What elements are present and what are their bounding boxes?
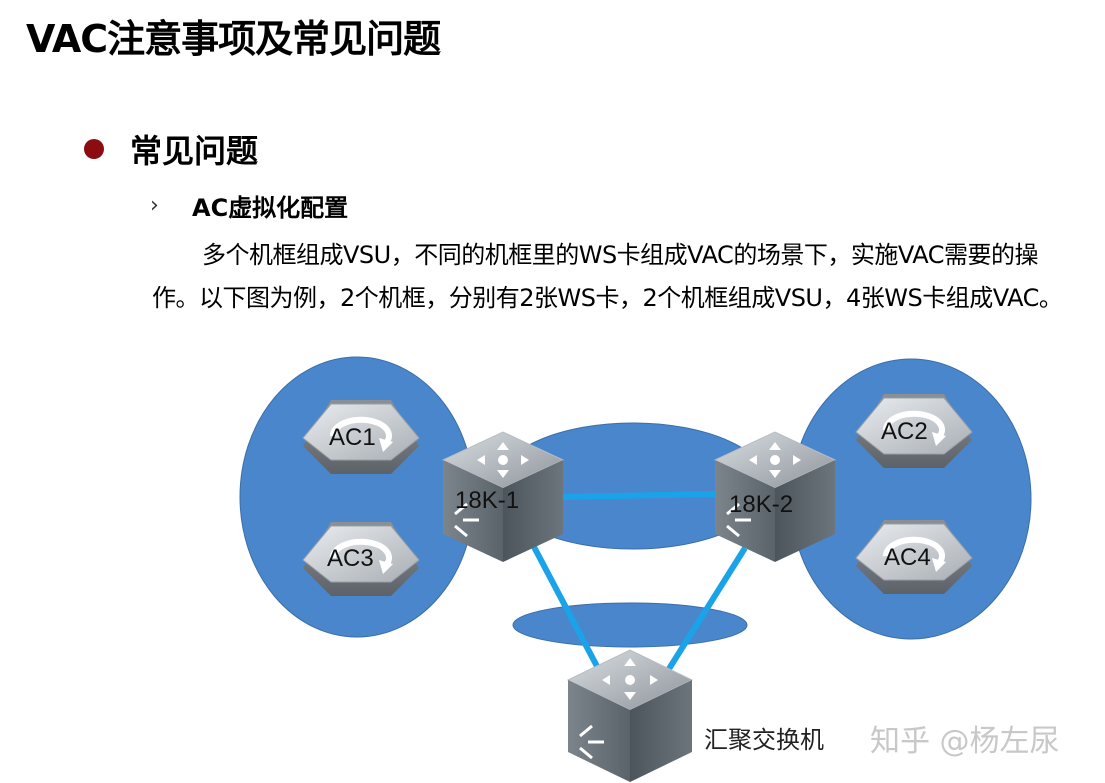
slide-title: VAC注意事项及常见问题 — [26, 17, 441, 61]
chassis-18k-2-icon — [713, 431, 837, 562]
ac3-label: AC3 — [327, 545, 374, 572]
chassis-18k-1-icon — [441, 431, 565, 562]
ac3-device-icon — [302, 522, 420, 596]
vsu-link — [559, 491, 717, 500]
chevron-right-icon: › — [150, 193, 159, 218]
ac4-label: AC4 — [884, 544, 931, 571]
section-heading: 常见问题 — [130, 132, 259, 170]
description-paragraph: 多个机框组成VSU，不同的机框里的WS卡组成VAC的场景下，实施VAC需要的操作… — [152, 241, 1063, 312]
uplink-left — [530, 543, 603, 674]
ac2-device-icon — [855, 394, 973, 468]
ac4-device-icon — [855, 520, 973, 594]
subsection-row: › AC虚拟化配置 — [150, 188, 348, 223]
uplink-ellipse — [512, 602, 748, 648]
chassis-18k-2-label: 18K-2 — [729, 491, 793, 518]
aggregation-switch-label: 汇聚交换机 — [704, 726, 824, 754]
section-bullet: 常见问题 — [84, 126, 258, 172]
ac2-label: AC2 — [881, 418, 928, 445]
ac1-device-icon — [302, 400, 420, 474]
chassis-18k-1-label: 18K-1 — [455, 487, 519, 514]
ac1-label: AC1 — [329, 424, 376, 451]
subsection-heading: AC虚拟化配置 — [192, 194, 349, 222]
uplink-right — [664, 546, 748, 674]
bullet-dot-icon — [84, 139, 104, 159]
watermark: 知乎 @杨左尿 — [870, 724, 1060, 759]
aggregation-switch-icon — [566, 649, 694, 782]
